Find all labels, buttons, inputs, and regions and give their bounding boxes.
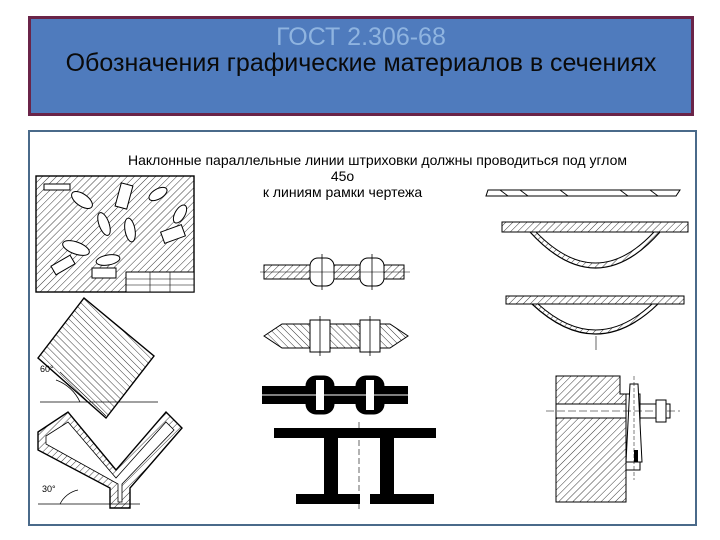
angle-30-label: 30°	[42, 484, 56, 494]
rivet-joint-1	[260, 254, 410, 290]
hatched-plate-drawing	[35, 175, 195, 293]
dish-section-2	[505, 295, 685, 350]
angle-30-drawing: 30°	[37, 410, 183, 509]
dish-section-1	[501, 221, 689, 269]
caption-line-2: 45о	[330, 168, 355, 184]
i-beam-section	[274, 422, 436, 512]
title-banner: ГОСТ 2.306-68 Обозначения графические ма…	[28, 16, 694, 116]
angle-60-label: 60°	[40, 364, 54, 374]
illustration-frame: 60° 30°	[28, 130, 697, 526]
angle-60-drawing: 60°	[37, 296, 158, 420]
thin-strip-section	[485, 189, 681, 197]
flange-pin-section	[546, 375, 680, 503]
caption-line-3: к линиям рамки чертежа	[262, 184, 423, 200]
standard-code: ГОСТ 2.306-68	[276, 23, 446, 51]
rivet-joint-2	[263, 316, 409, 356]
caption-line-1: Наклонные параллельные линии штриховки д…	[127, 152, 628, 168]
drawing-illustrations: 60° 30°	[35, 175, 689, 512]
slide-title: Обозначения графические материалов в сеч…	[65, 49, 657, 77]
rivet-joint-3	[262, 375, 408, 415]
caption: Наклонные параллельные линии штриховки д…	[30, 152, 695, 200]
